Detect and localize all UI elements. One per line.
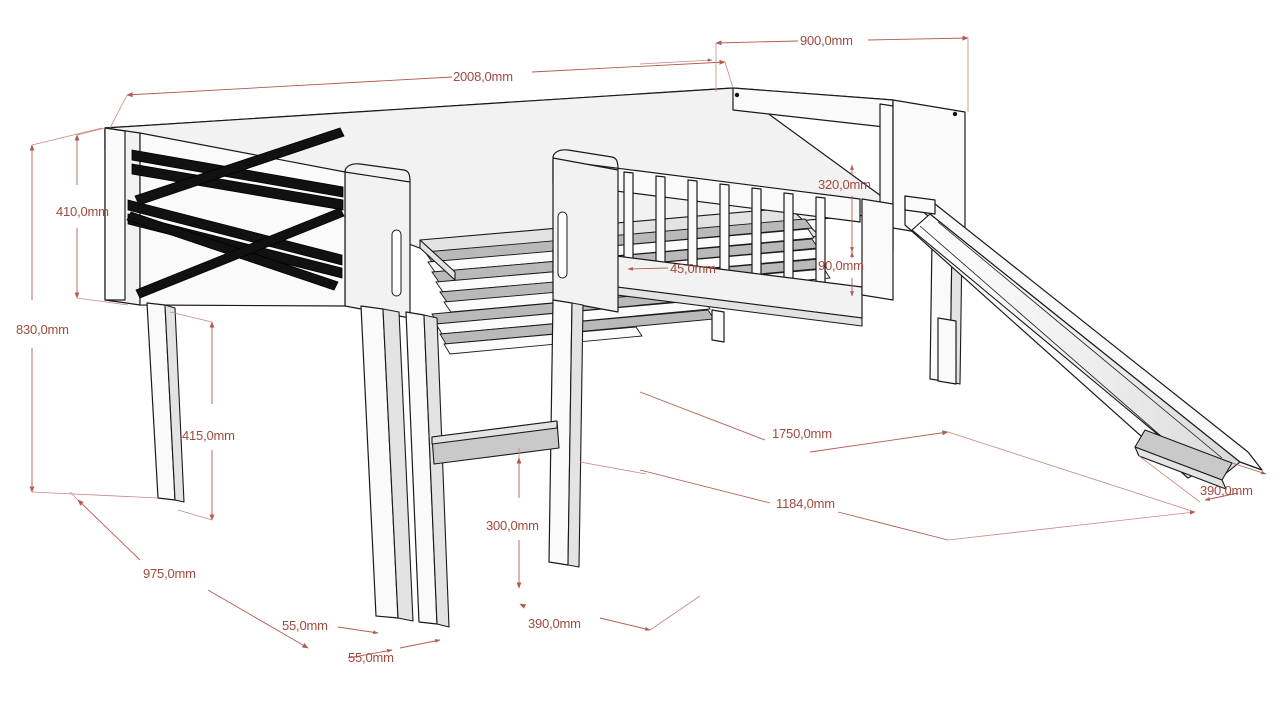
- dim-bed-length: 2008,0mm: [109, 59, 734, 129]
- ladder-step: [431, 420, 560, 465]
- dim-step-offset: 390,0mm: [519, 595, 701, 631]
- dim-bed-width: 900,0mm: [639, 33, 969, 112]
- dim-label-floor-depth: 975,0mm: [143, 566, 196, 581]
- dim-label-leg-thickness-a: 55,0mm: [282, 618, 328, 633]
- dim-label-step-height: 300,0mm: [486, 518, 539, 533]
- dim-label-leg-height: 415,0mm: [182, 428, 235, 443]
- bed-legs: [146, 239, 963, 628]
- x-brace: [126, 127, 345, 299]
- dim-label-total-height: 830,0mm: [16, 322, 69, 337]
- dim-step-height: 300,0mm: [486, 448, 539, 589]
- dim-label-bed-length: 2008,0mm: [453, 69, 513, 84]
- dim-board-height: 90,0mm: [818, 251, 864, 297]
- dim-label-bed-width: 900,0mm: [800, 33, 853, 48]
- left-end-panel: [104, 127, 346, 307]
- slide-assembly: [904, 195, 1263, 490]
- dim-leg-height: 415,0mm: [169, 311, 235, 521]
- dim-label-rail-height: 410,0mm: [56, 204, 109, 219]
- access-posts: [344, 149, 619, 319]
- dim-label-leg-thickness-b: 55,0mm: [348, 650, 394, 665]
- dim-leg-thickness-a: 55,0mm: [282, 618, 379, 635]
- dim-leg-thickness-b: 55,0mm: [347, 639, 441, 665]
- dim-guard-rail-height: 320,0mm: [818, 164, 871, 253]
- front-guard-rail: [552, 159, 863, 327]
- dim-slide-run: 1750,0mm: [639, 391, 1196, 513]
- dim-rail-height: 410,0mm: [56, 127, 129, 306]
- bed-assembly: [104, 87, 966, 628]
- dimension-annotations: 2008,0mm 900,0mm 410,0mm 830,0mm: [16, 33, 1267, 665]
- dim-slat-thickness: 45,0mm: [627, 261, 716, 276]
- dim-label-slide-width: 390,0mm: [1200, 483, 1253, 498]
- dim-slide-width: 390,0mm: [1138, 455, 1267, 503]
- dim-slide-offset: 1184,0mm: [579, 461, 1196, 541]
- dim-label-board-height: 90,0mm: [818, 258, 864, 273]
- dim-label-slat-thickness: 45,0mm: [670, 261, 716, 276]
- dim-floor-depth: 975,0mm: [69, 491, 309, 649]
- dim-label-slide-offset: 1184,0mm: [776, 496, 835, 511]
- dim-label-slide-run: 1750,0mm: [772, 426, 832, 441]
- dim-label-guard-rail-height: 320,0mm: [818, 177, 871, 192]
- dim-label-step-offset: 390,0mm: [528, 616, 581, 631]
- dim-total-height: 830,0mm: [16, 127, 159, 499]
